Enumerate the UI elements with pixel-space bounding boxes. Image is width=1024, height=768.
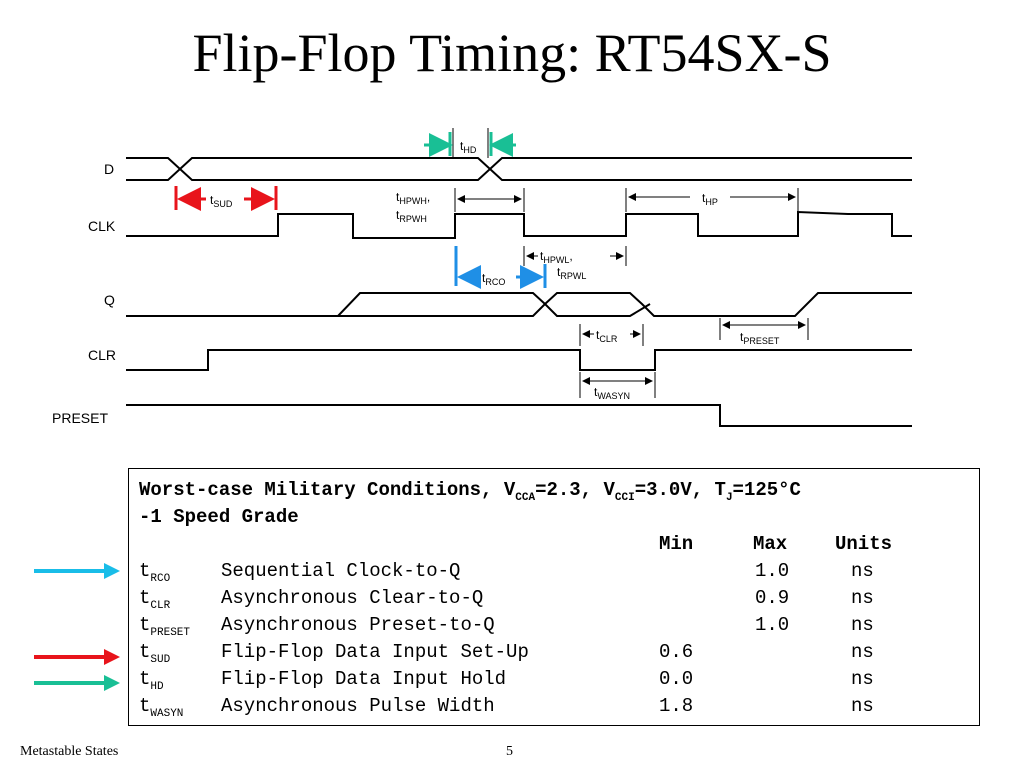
thpwl-marker: tHPWL, tRPWL — [523, 246, 627, 281]
row-min: 1.8 — [659, 695, 694, 717]
preset-waveform — [126, 404, 912, 427]
tsud-label: tSUD — [210, 193, 233, 209]
thpwl-label: tHPWL, — [540, 249, 573, 265]
spec-table: Worst-case Military Conditions, VCCA=2.3… — [128, 468, 980, 726]
table-row: tPRESET Asynchronous Preset-to-Q 1.0 ns — [129, 614, 979, 640]
clr-waveform — [126, 349, 912, 371]
slide-title: Flip-Flop Timing: RT54SX-S — [192, 23, 832, 83]
row-units: ns — [851, 641, 874, 663]
row-units: ns — [851, 587, 874, 609]
row-symbol: tSUD — [139, 641, 171, 666]
row-units: ns — [851, 695, 874, 717]
tsud-marker: tSUD — [174, 186, 278, 211]
table-row: tWASYN Asynchronous Pulse Width 1.8 ns — [129, 695, 979, 721]
table-row: tSUD Flip-Flop Data Input Set-Up 0.6 ns — [129, 641, 979, 667]
row-description: Sequential Clock-to-Q — [221, 560, 461, 582]
trpwh-label: tRPWH — [396, 208, 427, 224]
col-header-max: Max — [753, 533, 788, 555]
tclr-label: tCLR — [596, 328, 618, 344]
spec-header-speed-grade: -1 Speed Grade — [139, 506, 299, 528]
thp-marker: tHP — [625, 188, 799, 212]
page-number: 5 — [506, 744, 513, 759]
row-min: 0.0 — [659, 668, 694, 690]
red-arrow-icon — [34, 649, 120, 665]
row-description: Asynchronous Preset-to-Q — [221, 614, 495, 636]
row-description: Asynchronous Pulse Width — [221, 695, 495, 717]
trco-label: tRCO — [482, 271, 505, 287]
trpwl-label: tRPWL — [557, 265, 586, 281]
signal-label-d: D — [104, 161, 114, 177]
row-description: Flip-Flop Data Input Set-Up — [221, 641, 529, 663]
row-units: ns — [851, 668, 874, 690]
thd-marker: tHD — [424, 128, 516, 158]
thpwh-marker: tHPWH, tRPWH — [396, 188, 525, 224]
row-symbol: tPRESET — [139, 614, 191, 639]
footer-label: Metastable States — [20, 744, 119, 759]
d-waveform — [126, 157, 912, 181]
table-row: tRCO Sequential Clock-to-Q 1.0 ns — [129, 560, 979, 586]
thpwh-label: tHPWH, — [396, 190, 430, 206]
col-header-units: Units — [835, 533, 893, 555]
timing-diagram: D CLK Q CLR PRESET tHD tSUD — [52, 128, 912, 427]
signal-label-clr: CLR — [88, 347, 116, 363]
row-symbol: tCLR — [139, 587, 171, 612]
col-header-min: Min — [659, 533, 694, 555]
signal-label-preset: PRESET — [52, 410, 108, 426]
row-symbol: tRCO — [139, 560, 171, 585]
tpreset-marker: tPRESET — [719, 318, 809, 346]
row-units: ns — [851, 614, 874, 636]
thd-label: tHD — [460, 139, 477, 155]
twasyn-marker: tWASYN — [579, 372, 656, 401]
twasyn-label: tWASYN — [594, 385, 630, 401]
trco-marker: tRCO — [454, 246, 547, 289]
thp-label: tHP — [702, 191, 718, 207]
row-min: 0.6 — [659, 641, 694, 663]
teal-arrow-icon — [34, 675, 120, 691]
q-waveform — [126, 292, 912, 317]
row-max: 1.0 — [755, 614, 790, 636]
cyan-arrow-icon — [34, 563, 120, 579]
signal-label-clk: CLK — [88, 218, 116, 234]
row-symbol: tWASYN — [139, 695, 184, 720]
row-max: 1.0 — [755, 560, 790, 582]
row-description: Asynchronous Clear-to-Q — [221, 587, 484, 609]
row-units: ns — [851, 560, 874, 582]
table-row: tHD Flip-Flop Data Input Hold 0.0 ns — [129, 668, 979, 694]
tpreset-label: tPRESET — [740, 330, 780, 346]
row-max: 0.9 — [755, 587, 790, 609]
clk-waveform — [126, 210, 912, 239]
signal-label-q: Q — [104, 292, 115, 308]
table-row: tCLR Asynchronous Clear-to-Q 0.9 ns — [129, 587, 979, 613]
tclr-marker: tCLR — [579, 324, 644, 346]
spec-header-conditions: Worst-case Military Conditions, VCCA=2.3… — [139, 479, 801, 504]
row-symbol: tHD — [139, 668, 164, 693]
row-description: Flip-Flop Data Input Hold — [221, 668, 507, 690]
